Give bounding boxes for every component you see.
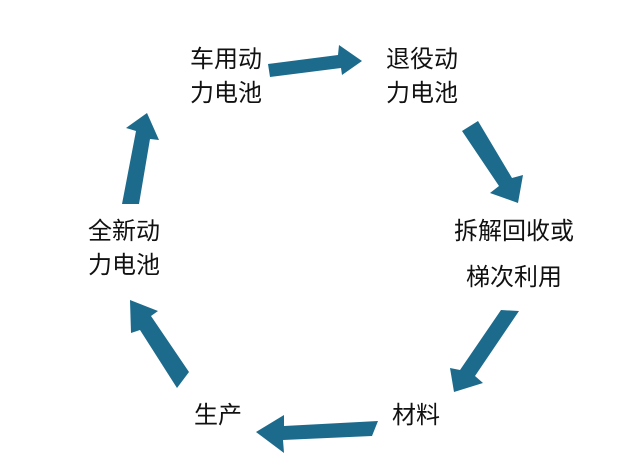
arrow-retired-to-dismantle: [462, 121, 523, 203]
node-production-line-1: 生产: [194, 401, 242, 429]
arrow-dismantle-to-materials: [450, 310, 519, 392]
node-dismantle-line-1: 拆解回收或: [454, 217, 574, 245]
node-dismantle-line-2: 梯次利用: [466, 263, 562, 291]
arrow-new-to-vehicle: [122, 113, 159, 204]
node-retired-line-2: 力电池: [386, 79, 458, 107]
arrow-production-to-new: [130, 300, 189, 388]
node-vehicle-line-1: 车用动: [190, 45, 262, 73]
arrow-materials-to-production: [256, 415, 378, 453]
node-new-battery: 全新动 力电池: [74, 214, 174, 282]
node-dismantle-recycle: 拆解回收或 梯次利用: [444, 208, 584, 300]
arrow-vehicle-to-retired: [268, 45, 362, 77]
node-retired-line-1: 退役动: [386, 45, 458, 73]
node-new-line-1: 全新动: [88, 217, 160, 245]
node-materials: 材料: [392, 398, 440, 432]
node-retired-battery: 退役动 力电池: [372, 42, 472, 110]
node-vehicle-line-2: 力电池: [190, 79, 262, 107]
node-new-line-2: 力电池: [88, 251, 160, 279]
node-production: 生产: [194, 398, 242, 432]
node-vehicle-battery: 车用动 力电池: [176, 42, 276, 110]
node-materials-line-1: 材料: [392, 401, 440, 429]
